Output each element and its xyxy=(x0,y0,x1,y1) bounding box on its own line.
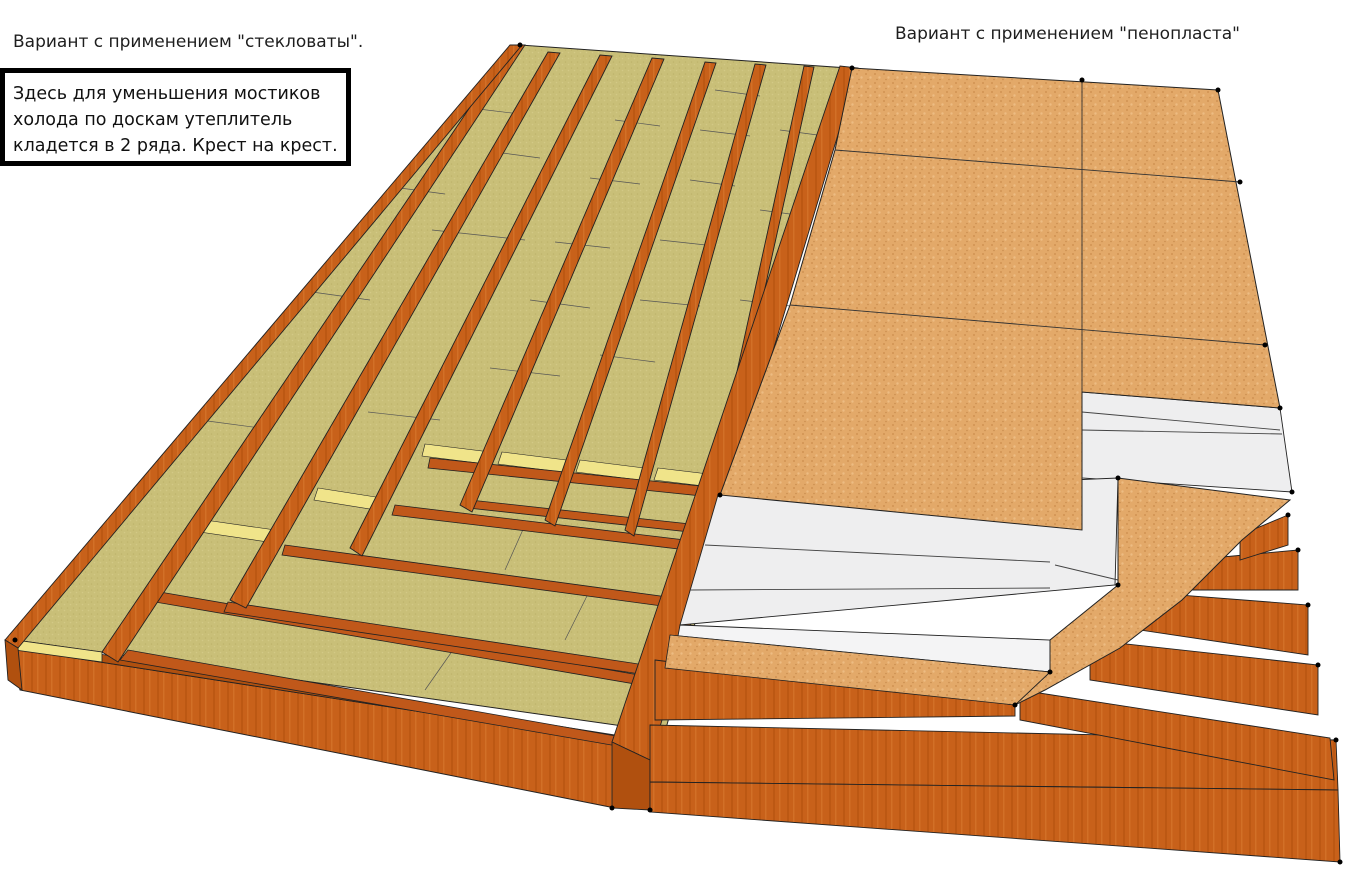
note-line-3: кладется в 2 ряда. Крест на крест. xyxy=(13,136,338,156)
note-line-2: холода по доскам утеплитель xyxy=(13,110,293,130)
note-box: Здесь для уменьшения мостиков холода по … xyxy=(0,68,351,166)
glass-wool-variant-label: Вариант с применением "стекловаты". xyxy=(13,32,364,52)
osb-covering xyxy=(664,67,1292,706)
foam-variant-label: Вариант с применением "пенопласта" xyxy=(895,24,1240,44)
exposed-joists xyxy=(1019,514,1335,781)
diagonal-joists xyxy=(4,44,859,811)
note-line-1: Здесь для уменьшения мостиков xyxy=(13,84,321,104)
vertex-markers xyxy=(12,42,1343,865)
